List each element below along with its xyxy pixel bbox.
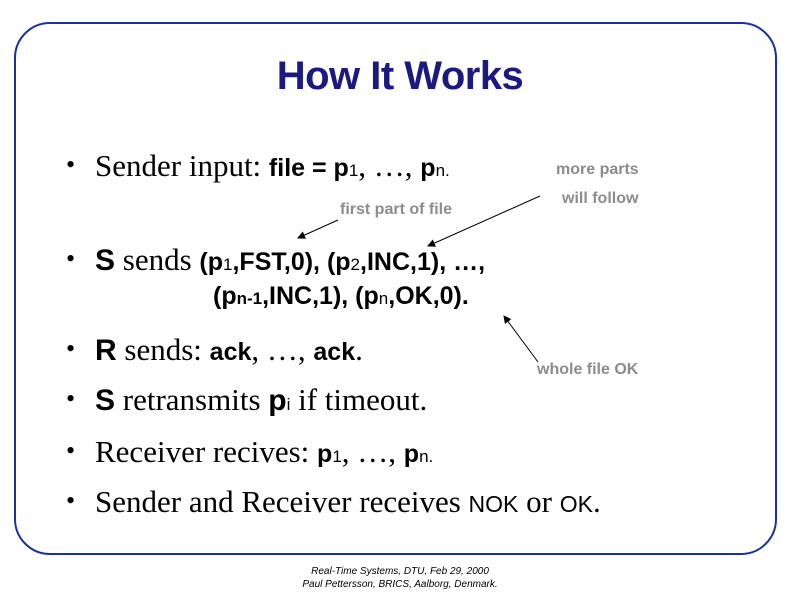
text-segment: or: [518, 484, 560, 519]
text-segment: sends:: [116, 332, 210, 367]
text-segment: p: [403, 440, 420, 468]
bullet-line: Receiver recives: p1, …, pn.: [95, 434, 433, 470]
text-segment: p: [317, 440, 333, 468]
text-segment: sends: [115, 242, 200, 277]
arrow-first-part: [297, 219, 339, 239]
text-segment: S: [95, 244, 116, 277]
text-segment: n: [378, 289, 389, 308]
note-more-parts: more parts: [556, 161, 639, 178]
bullet-icon: •: [66, 150, 76, 179]
text-segment: NOK: [468, 491, 519, 517]
text-segment: n.: [435, 161, 450, 180]
text-segment: 1: [332, 447, 342, 466]
text-segment: Sender and Receiver receives: [95, 484, 469, 519]
text-segment: Sender input:: [95, 148, 269, 183]
bullet-line: R sends: ack, …, ack.: [95, 332, 363, 368]
text-segment: if timeout.: [290, 382, 428, 417]
bullet-icon: •: [66, 244, 76, 273]
text-segment: (p: [199, 248, 224, 276]
text-segment: retransmits: [115, 382, 269, 417]
footer-line-1: Real-Time Systems, DTU, Feb 29, 2000: [311, 566, 489, 577]
text-segment: , …,: [358, 148, 421, 183]
text-segment: S: [95, 384, 116, 417]
text-segment: .: [592, 484, 601, 519]
text-segment: n-1: [236, 289, 263, 308]
arrow-whole-file: [503, 315, 539, 363]
text-segment: ,INC,1), …,: [360, 248, 486, 276]
bullet-line: (pn-1,INC,1), (pn,OK,0).: [213, 282, 469, 311]
text-segment: 1: [223, 255, 233, 274]
slide-frame: [14, 22, 777, 555]
bullet-line: S retransmits pi if timeout.: [95, 382, 427, 418]
text-segment: n.: [419, 447, 434, 466]
footer-line-2: Paul Pettersson, BRICS, Aalborg, Denmark…: [302, 579, 498, 590]
bullet-icon: •: [66, 436, 76, 465]
text-segment: 2: [350, 255, 361, 274]
bullet-line: Sender input: file = p1, …, pn.: [95, 148, 450, 184]
text-segment: R: [95, 334, 117, 367]
slide-title: How It Works: [276, 54, 524, 98]
text-segment: ack: [209, 338, 252, 366]
text-segment: , …,: [341, 434, 404, 469]
text-segment: i: [286, 395, 291, 414]
text-segment: Receiver recives:: [95, 434, 318, 469]
note-will-follow: will follow: [562, 190, 639, 207]
text-segment: 1: [348, 161, 359, 180]
text-segment: .: [355, 332, 363, 367]
bullet-icon: •: [66, 486, 76, 515]
text-segment: ,INC,1), (p: [262, 282, 379, 310]
text-segment: (p: [213, 282, 237, 310]
text-segment: OK: [559, 491, 593, 517]
bullet-line: Sender and Receiver receives NOK or OK.: [95, 484, 601, 520]
text-segment: file = p: [268, 154, 349, 182]
text-segment: p: [268, 384, 287, 417]
arrow-more-parts: [427, 195, 541, 247]
bullet-icon: •: [66, 334, 76, 363]
note-first-part: first part of file: [340, 201, 453, 218]
text-segment: ack: [313, 338, 356, 366]
bullet-line: S sends (p1,FST,0), (p2,INC,1), …,: [95, 242, 485, 278]
text-segment: , …,: [251, 332, 314, 367]
text-segment: ,FST,0), (p: [232, 248, 351, 276]
bullet-icon: •: [66, 384, 76, 413]
note-whole-file: whole file OK: [537, 361, 639, 378]
text-segment: ,OK,0).: [388, 282, 469, 310]
text-segment: p: [420, 154, 436, 182]
